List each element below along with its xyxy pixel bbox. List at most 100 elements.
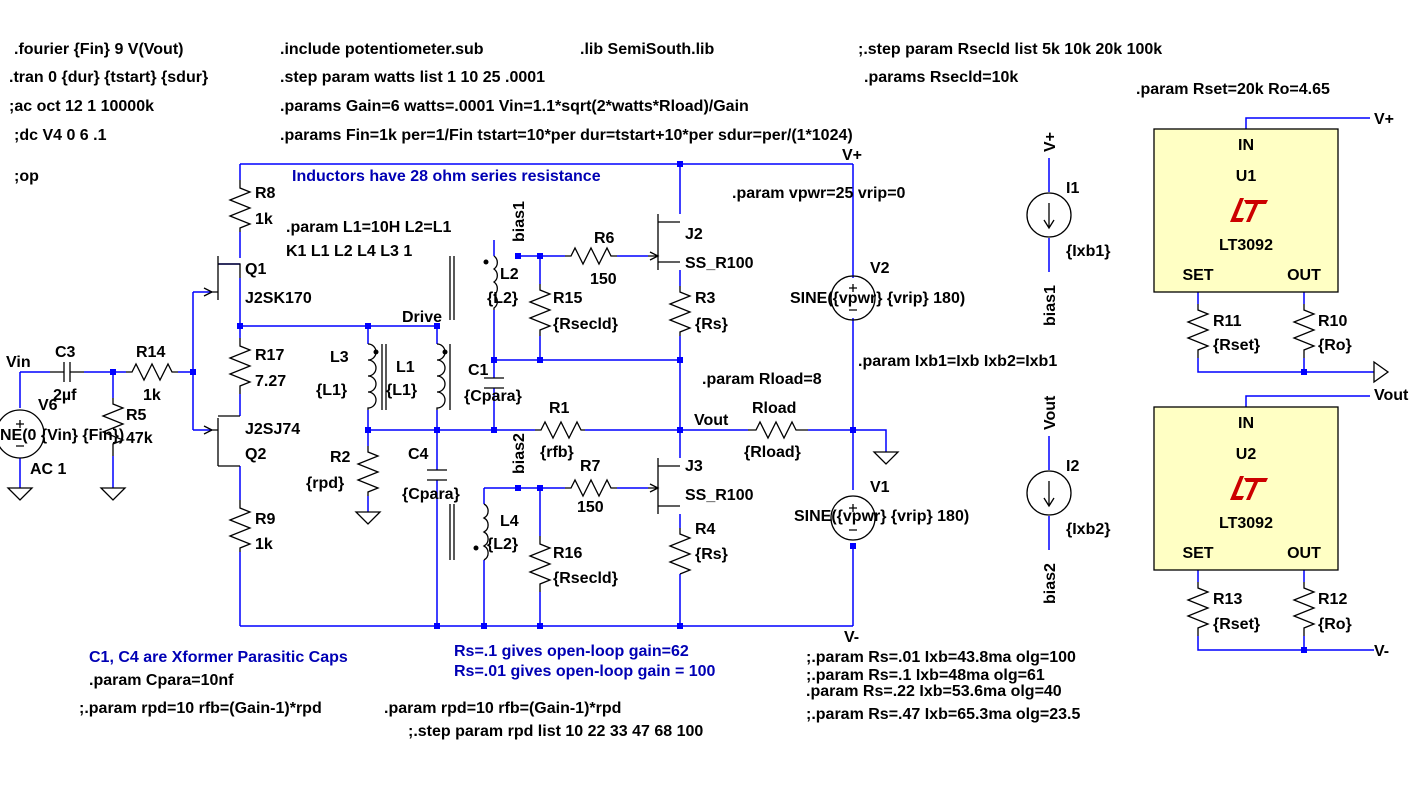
directive-step-watts: .step param watts list 1 10 25 .0001 [280,69,545,86]
ground-icon [872,451,900,465]
u2-pin-out: OUT [1287,545,1321,562]
label-i1-value: {Ixb1} [1066,243,1110,260]
directive-tran: .tran 0 {dur} {tstart} {sdur} [9,69,208,86]
label-r9-name: R9 [255,511,276,528]
resistor-r4 [668,528,692,575]
label-r12-value: {Ro} [1318,616,1352,633]
voltage-source-v1 [830,495,876,541]
label-i2-value: {Ixb2} [1066,521,1110,538]
transformer-core [381,256,455,560]
label-v1-value: SINE({vpwr} {vrip} 180) [794,508,969,525]
inductor-symbols [367,255,498,561]
current-source-i2 [1026,470,1072,516]
u2-model: LT3092 [1219,515,1273,532]
directive-param-rpd-commented: ;.param rpd=10 rfb=(Gain-1)*rpd [79,700,322,717]
comments: Inductors have 28 ohm series resistance … [89,168,716,680]
junction-dots [110,161,1307,653]
inductor-l2 [492,255,498,310]
directive-coupling: K1 L1 L2 L4 L3 1 [286,243,412,260]
label-r11-value: {Rset} [1213,337,1260,354]
inductor-l3 [367,343,377,410]
label-q1-model: J2SK170 [245,290,312,307]
label-c1-value: {Cpara} [464,388,522,405]
output-flag-icon [1373,360,1390,384]
label-r6-value: 150 [590,271,617,288]
label-r11-name: R11 [1213,313,1242,330]
label-c3-value: 2µf [53,387,77,404]
label-j2-name: J2 [685,226,703,243]
directive-params-gain: .params Gain=6 watts=.0001 Vin=1.1*sqrt(… [280,98,749,115]
u1-model: LT3092 [1219,237,1273,254]
directive-rs-001: ;.param Rs=.01 Ixb=43.8ma olg=100 [806,649,1076,666]
label-c4-value: {Cpara} [402,486,460,503]
label-l3-value: {L1} [316,382,347,399]
directive-include: .include potentiometer.sub [280,41,484,58]
resistor-r12 [1292,582,1316,636]
net-vplus-u1: V+ [1374,111,1394,128]
resistor-r9 [228,500,252,552]
ground-icon [6,487,34,501]
regulator-u2: IN U2 LT3092 SET OUT [1153,406,1339,571]
label-i2-name: I2 [1066,458,1079,475]
ground-symbols [6,360,1390,525]
net-vminus-u2: V- [1374,643,1389,660]
label-r2-name: R2 [330,449,351,466]
label-r16-name: R16 [553,545,582,562]
resistor-r3 [668,286,692,336]
jfet-j3 [648,458,680,514]
label-l1-name: L1 [396,359,415,376]
resistor-rload [748,420,808,440]
lt-logo-icon [1230,198,1268,222]
label-r7-name: R7 [580,458,601,475]
label-j3-name: J3 [685,458,703,475]
label-v6-value: NE(0 {Vin} {Fin}) [0,427,124,444]
label-r5-value: 47k [126,430,153,447]
label-r7-value: 150 [577,499,604,516]
label-q1-name: Q1 [245,261,266,278]
voltage-source-v6 [0,409,45,459]
net-bias2: bias2 [511,433,528,474]
ground-icon [99,487,127,501]
net-drive: Drive [402,309,442,326]
label-v2-name: V2 [870,260,890,277]
capacitor-c3 [50,362,84,382]
label-r14-name: R14 [136,344,165,361]
label-l1-value: {L1} [386,382,417,399]
label-j2-model: SS_R100 [685,255,754,272]
net-labels: V+ V- Vin Vout Drive V+ Vout V- bias1 bi… [6,111,1409,660]
directive-ac: ;ac oct 12 1 10000k [9,98,154,115]
net-vout-i2: Vout [1042,395,1059,430]
directive-step-rpd: ;.step param rpd list 10 22 33 47 68 100 [408,723,703,740]
inductor-l1 [436,343,446,410]
label-c3-name: C3 [55,344,76,361]
label-i1-name: I1 [1066,180,1079,197]
label-rload-value: {Rload} [744,444,801,461]
directive-param-rpd: .param rpd=10 rfb=(Gain-1)*rpd [384,700,621,717]
net-vin: Vin [6,354,31,371]
resistor-r13 [1186,582,1210,636]
resistor-r14 [126,362,178,382]
jfet-q1 [203,256,241,300]
net-vplus-i1: V+ [1042,132,1059,152]
label-r4-name: R4 [695,521,716,538]
net-vplus: V+ [842,147,862,164]
label-l2-value: {L2} [487,290,518,307]
label-r16-value: {Rsecld} [553,570,618,587]
directive-param-ixb: .param Ixb1=Ixb Ixb2=Ixb1 [858,353,1057,370]
label-j3-model: SS_R100 [685,487,754,504]
label-r5-name: R5 [126,407,147,424]
u1-pin-out: OUT [1287,267,1321,284]
resistor-r8 [228,180,252,232]
directive-dc: ;dc V4 0 6 .1 [14,127,107,144]
spice-directives: .fourier {Fin} 9 V(Vout) .tran 0 {dur} {… [9,41,1330,740]
comment-inductors: Inductors have 28 ohm series resistance [292,168,601,185]
label-r10-value: {Ro} [1318,337,1352,354]
label-r2-value: {rpd} [306,475,344,492]
resistor-r7 [565,478,617,498]
resistor-r11 [1186,304,1210,358]
u2-pin-set: SET [1182,545,1213,562]
label-r12-name: R12 [1318,591,1347,608]
directive-fourier: .fourier {Fin} 9 V(Vout) [14,41,183,58]
label-r1-name: R1 [549,400,570,417]
